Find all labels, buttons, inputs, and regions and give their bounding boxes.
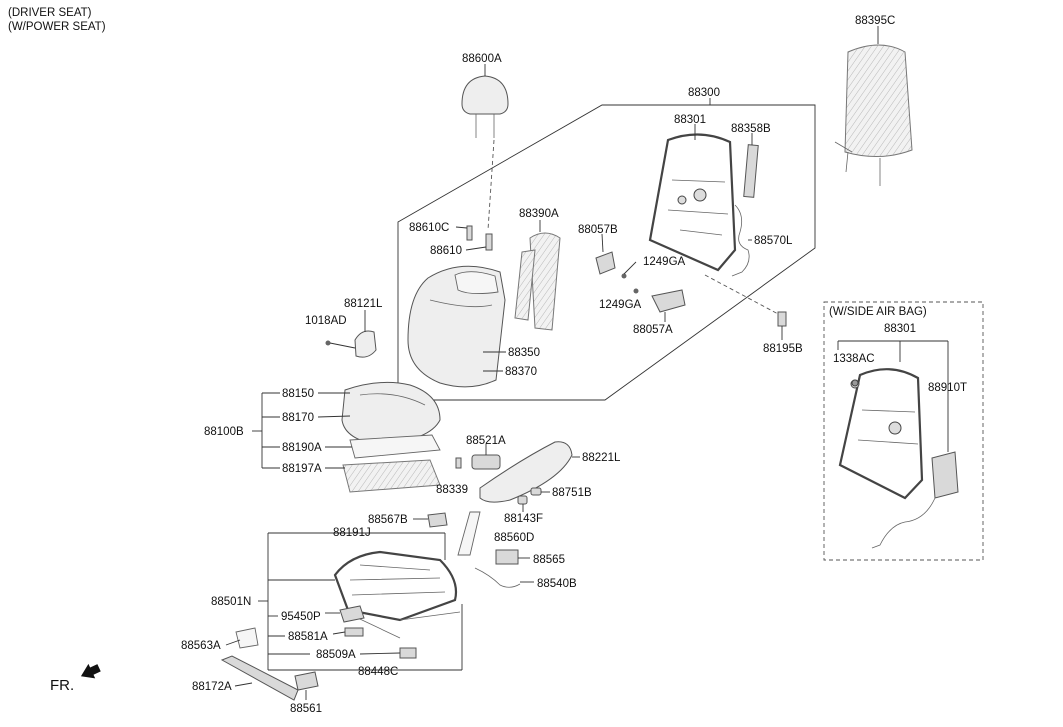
screw-88339 xyxy=(455,457,462,469)
label-88301: 88301 xyxy=(674,114,706,126)
label-88501N: 88501N xyxy=(211,596,251,608)
seat-back-cushion xyxy=(407,265,506,388)
bracket-88057B xyxy=(595,233,616,275)
label-88560D: 88560D xyxy=(494,532,534,544)
part-88509A xyxy=(359,647,417,659)
seat-cushion-pad xyxy=(349,434,441,459)
part-88561 xyxy=(294,671,319,700)
side-shield xyxy=(479,441,580,503)
side-airbag-box xyxy=(823,301,984,561)
label-88561: 88561 xyxy=(290,703,322,715)
label-88300: 88300 xyxy=(688,87,720,99)
label-1338AC: 1338AC xyxy=(833,353,875,365)
label-88390A: 88390A xyxy=(519,208,559,220)
label-88540B: 88540B xyxy=(537,578,577,590)
front-direction-arrow-icon xyxy=(80,663,101,679)
airbag-bracket-lines xyxy=(837,340,949,452)
label-88751B: 88751B xyxy=(552,487,592,499)
headrest-guides xyxy=(455,225,493,251)
power-seat-switch xyxy=(471,444,501,470)
part-88563A xyxy=(225,627,259,649)
label-88567B: 88567B xyxy=(368,514,408,526)
bolts-1249GA xyxy=(621,261,639,294)
bracket-88057A xyxy=(651,289,686,322)
headrest xyxy=(461,64,509,231)
label-88190A: 88190A xyxy=(282,442,322,454)
label-88448C: 88448C xyxy=(358,666,398,678)
label-95450P: 95450P xyxy=(281,611,321,623)
module-95450P xyxy=(325,605,365,623)
label-88057B: 88057B xyxy=(578,224,618,236)
bolt-88195B xyxy=(704,274,787,340)
harness-and-module xyxy=(474,549,534,588)
label-88563A: 88563A xyxy=(181,640,221,652)
label-88600A: 88600A xyxy=(462,53,502,65)
label-88301-airbag: 88301 xyxy=(884,323,916,335)
label-88339: 88339 xyxy=(436,484,468,496)
label-88395C: 88395C xyxy=(855,15,895,27)
label-88121L: 88121L xyxy=(344,298,383,310)
label-88170: 88170 xyxy=(282,412,314,424)
label-88195B: 88195B xyxy=(763,343,803,355)
header-driver-seat: (DRIVER SEAT) xyxy=(8,7,92,19)
cushion-bracket-lines xyxy=(252,392,280,469)
header-power-seat: (W/POWER SEAT) xyxy=(8,21,106,33)
label-1249GA-lower: 1249GA xyxy=(599,299,642,311)
label-1249GA-upper: 1249GA xyxy=(643,256,686,268)
label-88370: 88370 xyxy=(505,366,537,378)
label-88197A: 88197A xyxy=(282,463,322,475)
leader-88170 xyxy=(317,415,351,418)
label-88172A: 88172A xyxy=(192,681,232,693)
front-trim xyxy=(220,655,299,701)
label-88150: 88150 xyxy=(282,388,314,400)
track-bracket-lines xyxy=(258,532,463,671)
seat-back-frame xyxy=(648,124,737,272)
label-88610: 88610 xyxy=(430,245,462,257)
seat-back-cover-panel xyxy=(834,26,913,186)
label-88610C: 88610C xyxy=(409,222,449,234)
label-1018AD: 1018AD xyxy=(305,315,347,327)
clip-1338AC xyxy=(851,379,859,387)
label-88221L: 88221L xyxy=(582,452,621,464)
label-88358B: 88358B xyxy=(731,123,771,135)
seat-track-assembly xyxy=(333,550,461,639)
direction-label: FR. xyxy=(50,677,74,694)
label-88570L: 88570L xyxy=(754,235,793,247)
label-88191J: 88191J xyxy=(333,527,371,539)
label-88509A: 88509A xyxy=(316,649,356,661)
seat-heater-mat xyxy=(342,459,441,493)
adjust-knobs xyxy=(517,487,550,512)
frame-side-strip xyxy=(743,133,759,198)
label-88100B: 88100B xyxy=(204,426,244,438)
label-88910T: 88910T xyxy=(928,382,967,394)
airbag-frame xyxy=(838,368,924,500)
seat-back-harness xyxy=(731,204,752,277)
label-88057A: 88057A xyxy=(633,324,673,336)
part-88581A xyxy=(332,627,364,637)
label-88143F: 88143F xyxy=(504,513,543,525)
label-88565: 88565 xyxy=(533,554,565,566)
label-88350: 88350 xyxy=(508,347,540,359)
side-airbag-module xyxy=(871,451,959,549)
cushion-extension-parts xyxy=(413,511,481,556)
airbag-box-title: (W/SIDE AIR BAG) xyxy=(829,306,927,318)
recliner-cover xyxy=(325,310,377,358)
seat-back-pad xyxy=(514,220,561,331)
label-88521A: 88521A xyxy=(466,435,506,447)
label-88581A: 88581A xyxy=(288,631,328,643)
